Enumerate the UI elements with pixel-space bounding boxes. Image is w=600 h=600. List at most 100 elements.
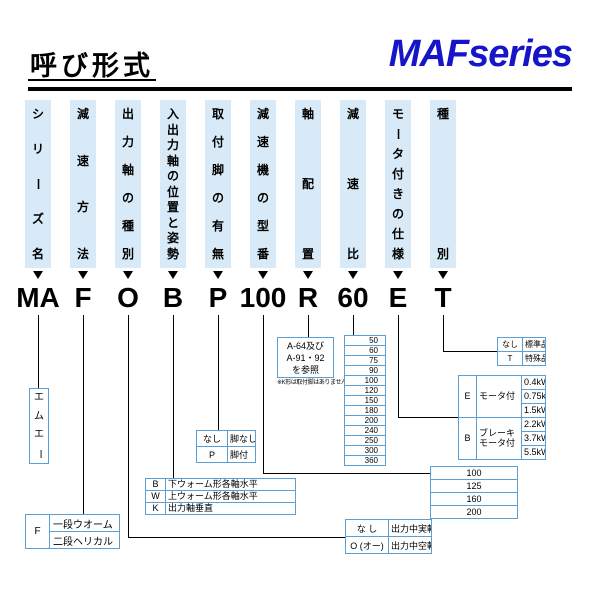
connector-output-shaft-v bbox=[128, 315, 129, 538]
column-label-reduction-ratio: 減速比 bbox=[346, 107, 359, 261]
mounting-legs-key: P bbox=[196, 446, 228, 463]
kw-value: 3.7kW bbox=[521, 431, 546, 446]
arrow-down-icon bbox=[438, 271, 448, 279]
output-shaft-key: O (オー) bbox=[345, 536, 389, 554]
output-shaft-desc: 出力中空軸 bbox=[388, 536, 432, 554]
motor-label-line: モータ付 bbox=[479, 437, 516, 448]
motor-label-line: ブレーキ bbox=[479, 428, 516, 439]
ratio-value: 150 bbox=[344, 395, 386, 406]
code-shaft-position: B bbox=[162, 282, 184, 313]
model-size: 160 bbox=[430, 492, 518, 506]
column-label-mounting-legs: 取付脚の有無 bbox=[211, 107, 224, 261]
arrow-down-icon bbox=[303, 271, 313, 279]
connector-reducer-model-h bbox=[263, 473, 430, 474]
connector-motor-spec-h bbox=[398, 417, 458, 418]
column-label-reduction-method: 減速方法 bbox=[76, 107, 89, 261]
series-name-text: エムエー bbox=[34, 392, 45, 459]
mounting-legs-key: なし bbox=[196, 430, 228, 447]
connector-type-h bbox=[443, 351, 497, 352]
code-reducer-model: 100 bbox=[239, 282, 287, 313]
connector-type-v bbox=[443, 315, 444, 351]
arrow-down-icon bbox=[168, 271, 178, 279]
motor-spec-table: E モータ付 0.4kW 0.75kW 1.5kW B ブレーキ モータ付 2.… bbox=[458, 375, 546, 460]
ratio-value: 250 bbox=[344, 435, 386, 446]
model-size: 200 bbox=[430, 505, 518, 519]
shaft-position-key: B bbox=[145, 478, 166, 491]
column-mounting-legs: 取付脚の有無 bbox=[205, 100, 231, 268]
code-reduction-method: F bbox=[74, 282, 92, 313]
ratio-value: 180 bbox=[344, 405, 386, 416]
type-desc: 特殊品 bbox=[522, 351, 546, 366]
connector-motor-spec-v bbox=[398, 315, 399, 417]
connector-series bbox=[38, 315, 39, 388]
ratio-value: 50 bbox=[344, 335, 386, 346]
series-name-box: エムエー bbox=[29, 388, 49, 464]
column-label-output-shaft-type: 出力軸の種別 bbox=[121, 107, 134, 261]
column-type: 種別 bbox=[430, 100, 456, 268]
motor-label: モータ付 bbox=[476, 375, 522, 418]
column-series-name: シリーズ名 bbox=[25, 100, 51, 268]
type-table: なし 標準品 T 特殊品 bbox=[497, 337, 546, 366]
model-size: 100 bbox=[430, 466, 518, 480]
arrow-down-icon bbox=[78, 271, 88, 279]
column-shaft-arrangement: 軸配置 bbox=[295, 100, 321, 268]
motor-key: E bbox=[458, 375, 477, 418]
type-key: T bbox=[497, 351, 523, 366]
kw-value: 2.2kW bbox=[521, 417, 546, 432]
code-reduction-ratio: 60 bbox=[337, 282, 369, 313]
column-motor-spec: モータ付きの仕様 bbox=[385, 100, 411, 268]
type-key: なし bbox=[497, 337, 523, 352]
code-output-shaft-type: O bbox=[117, 282, 139, 313]
arrow-down-icon bbox=[123, 271, 133, 279]
column-reduction-method: 減速方法 bbox=[70, 100, 96, 268]
title-underline bbox=[28, 79, 156, 81]
ratio-value: 75 bbox=[344, 355, 386, 366]
ratio-value: 60 bbox=[344, 345, 386, 356]
ref-line: を参照 bbox=[291, 364, 319, 375]
column-reduction-ratio: 減速比 bbox=[340, 100, 366, 268]
series-logo: MAFseries bbox=[388, 33, 573, 75]
column-label-reducer-model: 減速機の型番 bbox=[256, 107, 269, 261]
type-desc: 標準品 bbox=[522, 337, 546, 352]
column-output-shaft-type: 出力軸の種別 bbox=[115, 100, 141, 268]
connector-output-shaft-h bbox=[128, 537, 345, 538]
output-shaft-key: な し bbox=[345, 519, 389, 537]
connector-mounting-legs bbox=[218, 315, 219, 430]
page-title: 呼び形式 bbox=[30, 51, 154, 81]
code-shaft-arrangement: R bbox=[297, 282, 319, 313]
ref-line: A-91・92 bbox=[286, 352, 325, 363]
header-rule bbox=[28, 87, 572, 91]
arrow-down-icon bbox=[393, 271, 403, 279]
ratio-value: 360 bbox=[344, 455, 386, 466]
shaft-position-table: B 下ウォーム形各軸水平 W 上ウォーム形各軸水平 K 出力軸垂直 bbox=[145, 478, 296, 515]
model-size: 125 bbox=[430, 479, 518, 493]
reduction-method-table: F 一段ウオーム 二段ヘリカル bbox=[25, 514, 120, 549]
mounting-legs-desc: 脚付 bbox=[227, 446, 256, 463]
ratio-value: 90 bbox=[344, 365, 386, 376]
k-type-note: ※K形は取付脚はありません。 bbox=[277, 380, 353, 386]
connector-shaft-arrangement bbox=[308, 315, 309, 337]
column-label-shaft-position: 入出力軸の位置と姿勢 bbox=[166, 107, 179, 261]
kw-value: 0.4kW bbox=[521, 375, 546, 390]
shaft-position-desc: 下ウォーム形各軸水平 bbox=[165, 478, 296, 491]
connector-shaft-position bbox=[173, 315, 174, 478]
column-label-type: 種別 bbox=[436, 107, 449, 261]
ratio-value: 240 bbox=[344, 425, 386, 436]
shaft-position-desc: 上ウォーム形各軸水平 bbox=[165, 490, 296, 503]
shaft-position-key: W bbox=[145, 490, 166, 503]
shaft-position-desc: 出力軸垂直 bbox=[165, 502, 296, 515]
arrow-down-icon bbox=[33, 271, 43, 279]
code-motor-spec: E bbox=[388, 282, 408, 313]
motor-key: B bbox=[458, 417, 477, 460]
ratio-value: 100 bbox=[344, 375, 386, 386]
column-shaft-position: 入出力軸の位置と姿勢 bbox=[160, 100, 186, 268]
arrow-down-icon bbox=[213, 271, 223, 279]
output-shaft-table: な し 出力中実軸 O (オー) 出力中空軸 bbox=[345, 519, 432, 554]
column-label-motor-spec: モータ付きの仕様 bbox=[390, 107, 405, 261]
output-shaft-desc: 出力中実軸 bbox=[388, 519, 432, 537]
column-reducer-model: 減速機の型番 bbox=[250, 100, 276, 268]
connector-reduction-ratio bbox=[353, 315, 354, 335]
ratio-value: 200 bbox=[344, 415, 386, 426]
ref-line: A-64及び bbox=[286, 340, 324, 351]
